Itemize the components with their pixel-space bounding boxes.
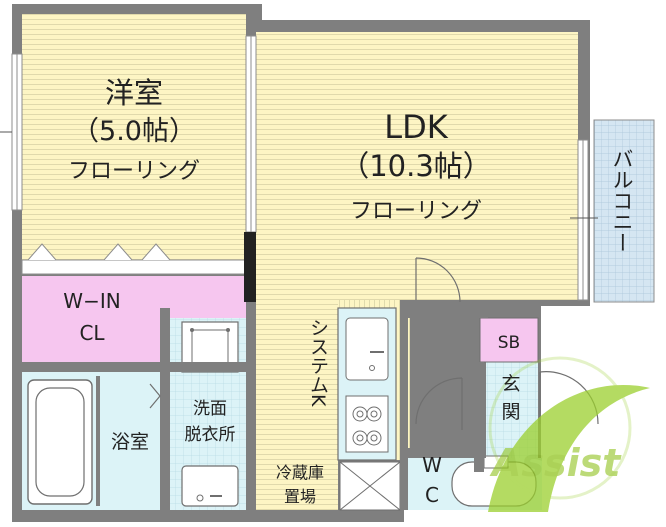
ldk-floor-kitchen-strip: [256, 298, 338, 510]
ldk-floor: [256, 32, 578, 300]
closet-doors: [21, 243, 247, 275]
western-room-name: 洋室: [105, 76, 163, 110]
interior-walls: [12, 300, 488, 512]
balcony-label: バルコニー: [610, 148, 634, 253]
door-swings: [149, 257, 599, 430]
entrance-line1: 玄: [501, 373, 520, 395]
dark-post: [244, 232, 256, 302]
toilet-line1: W: [422, 453, 442, 477]
shoebox-fill: [479, 317, 539, 363]
assist-watermark-logo: Assist: [488, 356, 650, 512]
entrance-line2: 関: [501, 401, 520, 423]
balcony-floor: [593, 119, 655, 303]
shoebox-label: SB: [498, 333, 520, 353]
sink-icon: [181, 465, 239, 507]
bathroom-divider: [96, 376, 100, 506]
fridge-line1: 冷蔵庫: [276, 463, 324, 482]
western-room-floor: [22, 14, 246, 260]
walk-in-closet-line1: W−IN: [63, 289, 120, 313]
walk-in-closet-line2: CL: [79, 321, 105, 345]
ldk-size: （10.3帖）: [340, 149, 492, 183]
svg-text:Assist: Assist: [489, 441, 622, 485]
stove-icon: [345, 395, 389, 453]
kitchen-label: システムK: [307, 318, 329, 407]
fridge-line2: 置場: [284, 487, 316, 506]
western-room-floor-type: フローリング: [68, 159, 200, 184]
washroom-line1: 洗面: [193, 399, 227, 419]
bathtub-icon: [27, 379, 93, 505]
bathroom-label: 浴室: [111, 431, 149, 453]
ldk-floor-type: フローリング: [350, 199, 482, 224]
toilet-line2: C: [425, 483, 439, 507]
fridge-space: [339, 461, 401, 511]
western-room-size: （5.0帖）: [72, 116, 196, 147]
washroom-line2: 脱衣所: [185, 425, 236, 445]
ldk-name: LDK: [384, 108, 448, 146]
